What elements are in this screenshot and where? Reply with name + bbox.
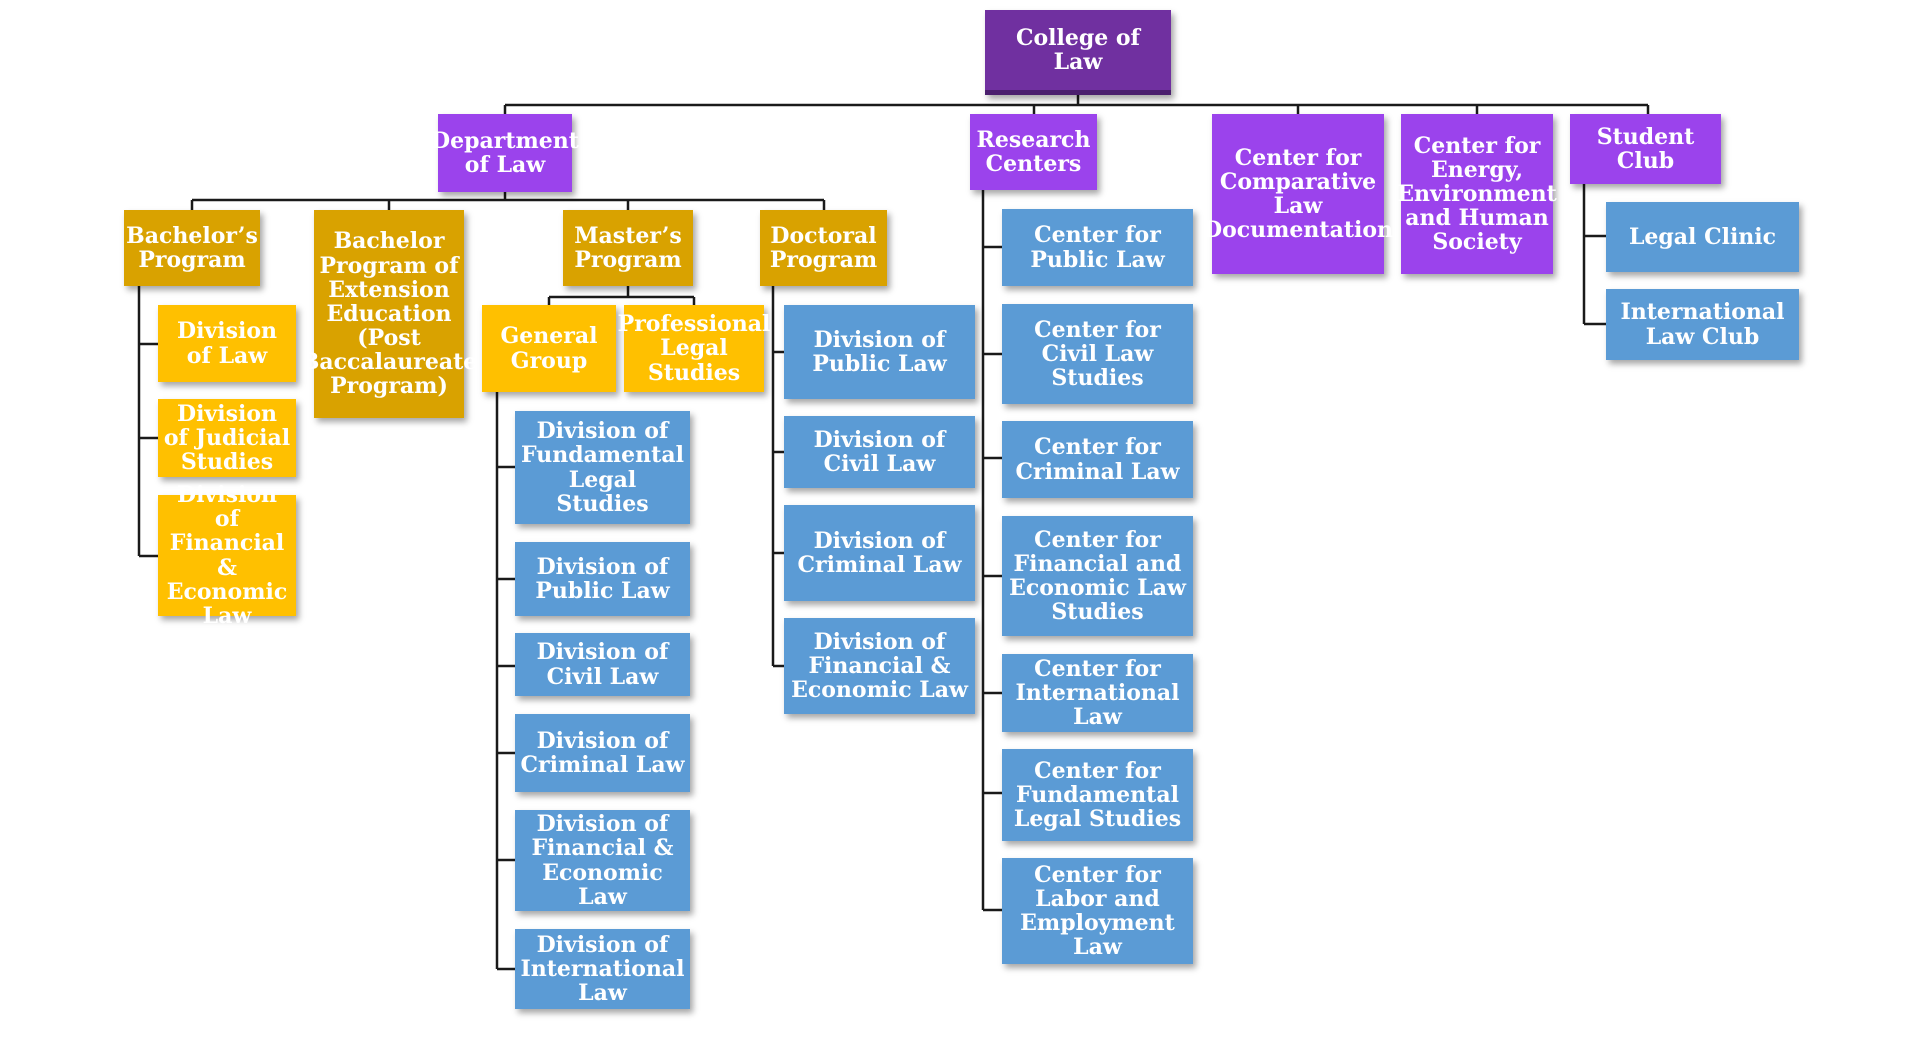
node-center-comparative-law: Center for Comparative Law Documentation <box>1203 114 1393 274</box>
node-international-law-club: International Law Club <box>1606 289 1799 360</box>
node-student-club: Student Club <box>1570 114 1721 184</box>
node-professional-legal-studies: Professional Legal Studies <box>618 305 770 392</box>
node-department-of-law: Department of Law <box>431 114 579 192</box>
node-doctoral-division-criminal-law: Division of Criminal Law <box>784 505 975 601</box>
node-center-financial-economic-law-studies: Center for Financial and Economic Law St… <box>1002 516 1193 636</box>
node-center-public-law: Center for Public Law <box>1002 209 1193 286</box>
node-legal-clinic: Legal Clinic <box>1606 202 1799 272</box>
node-center-fundamental-legal-studies: Center for Fundamental Legal Studies <box>1002 749 1193 841</box>
node-doctoral-program: Doctoral Program <box>760 210 887 286</box>
node-general-division-civil-law: Division of Civil Law <box>515 633 690 696</box>
node-center-labor-employment-law: Center for Labor and Employment Law <box>1002 858 1193 964</box>
node-center-energy-environment: Center for Energy, Environment and Human… <box>1397 114 1557 274</box>
node-masters-program: Master’s Program <box>563 210 693 286</box>
node-center-criminal-law: Center for Criminal Law <box>1002 421 1193 498</box>
node-division-judicial-studies: Division of Judicial Studies <box>158 399 296 477</box>
node-doctoral-division-public-law: Division of Public Law <box>784 305 975 399</box>
node-general-division-fundamental-legal-studies: Division of Fundamental Legal Studies <box>515 411 690 524</box>
node-division-of-law: Division of Law <box>158 305 296 382</box>
node-general-division-international-law: Division of International Law <box>515 929 690 1009</box>
node-center-civil-law-studies: Center for Civil Law Studies <box>1002 304 1193 404</box>
node-general-division-financial-economic-law: Division of Financial & Economic Law <box>515 810 690 911</box>
node-center-international-law: Center for International Law <box>1002 654 1193 732</box>
node-college-of-law: College of Law <box>985 10 1171 95</box>
node-doctoral-division-civil-law: Division of Civil Law <box>784 416 975 488</box>
node-general-division-public-law: Division of Public Law <box>515 542 690 616</box>
node-bachelors-program: Bachelor’s Program <box>124 210 260 286</box>
node-general-division-criminal-law: Division of Criminal Law <box>515 714 690 792</box>
node-research-centers: Research Centers <box>970 114 1097 190</box>
node-bachelor-extension-program: Bachelor Program of Extension Education … <box>301 210 477 418</box>
node-division-financial-economic-law: Division of Financial & Economic Law <box>158 483 296 628</box>
node-doctoral-division-financial-economic-law: Division of Financial & Economic Law <box>784 618 975 714</box>
node-general-group: General Group <box>482 305 616 392</box>
